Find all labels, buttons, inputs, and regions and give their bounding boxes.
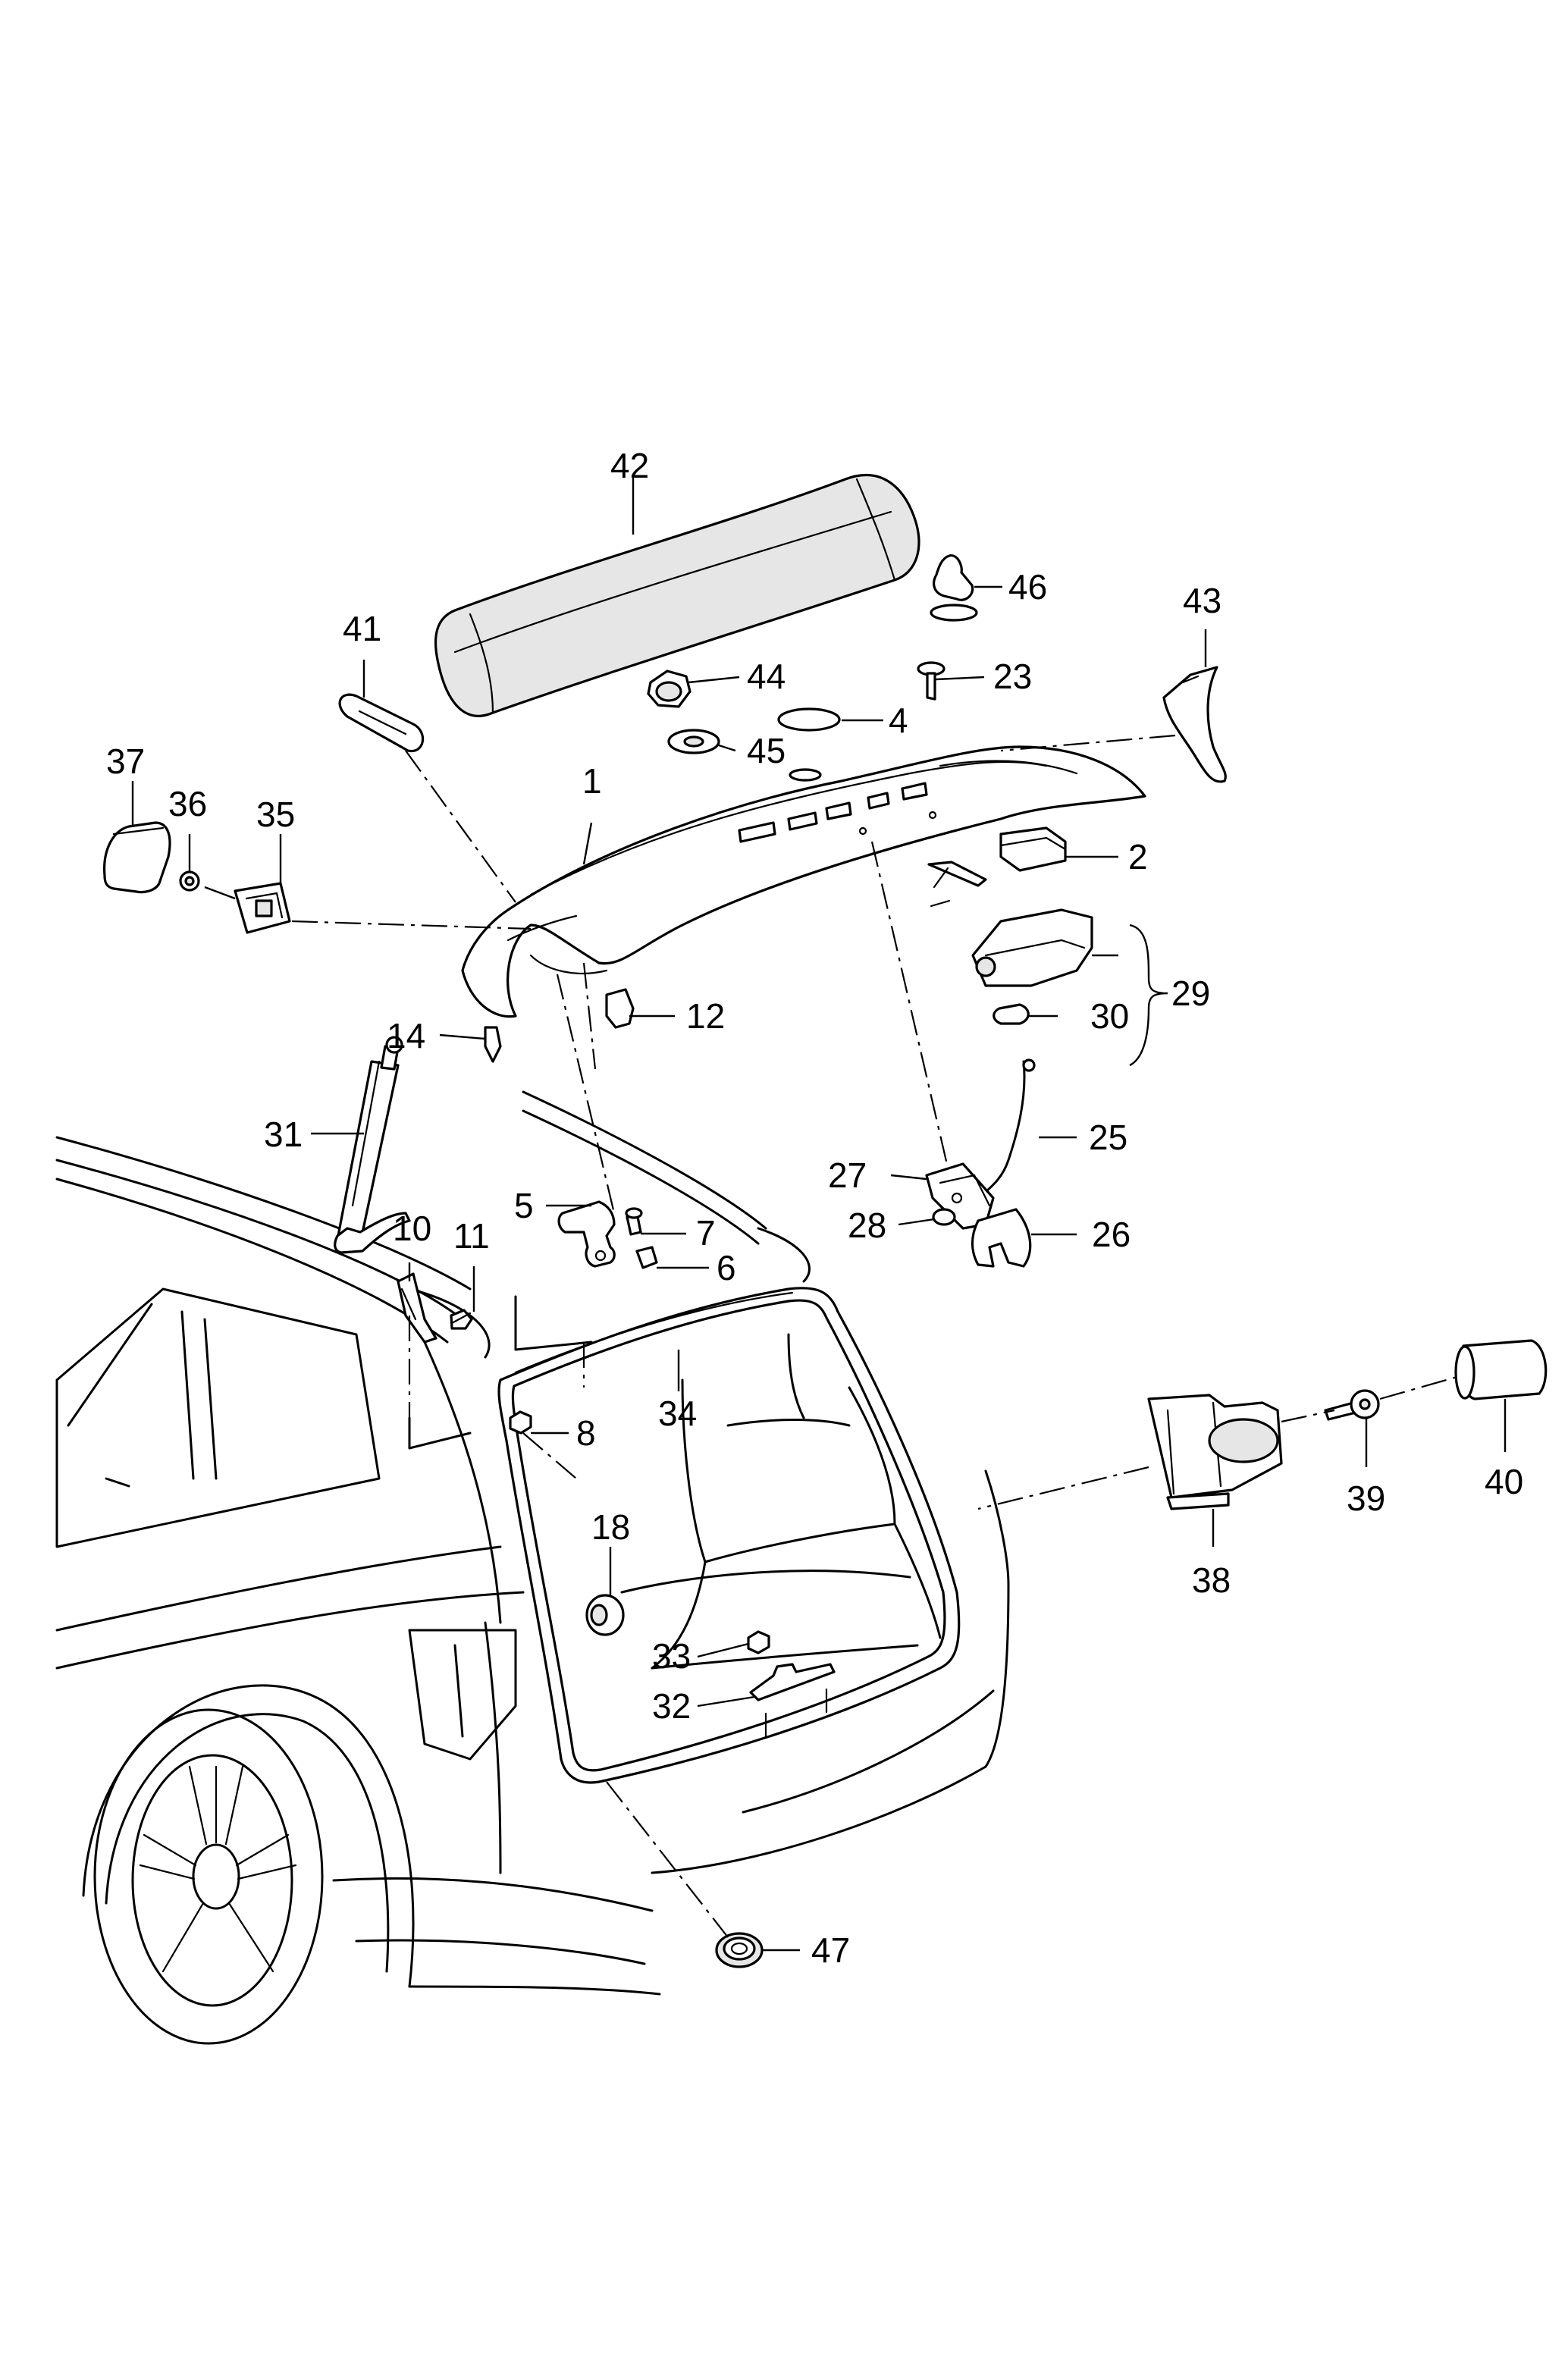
leader-lines <box>131 478 1507 1952</box>
callout-14: 14 <box>387 1016 425 1055</box>
gas-strut-31-part <box>334 1036 411 1254</box>
callout-28: 28 <box>848 1206 886 1245</box>
callout-11: 11 <box>453 1216 490 1256</box>
spacer-6-part <box>635 1246 658 1269</box>
callout-46: 46 <box>1008 567 1047 607</box>
nut-44-part <box>647 670 691 708</box>
switch-2-part <box>927 826 1067 908</box>
hinge-10-part <box>397 1272 437 1344</box>
rear-spoiler-part <box>434 474 920 717</box>
vehicle-body <box>55 1090 1010 2045</box>
callout-labels: 42 46 44 45 4 23 41 43 1 2 29 30 25 27 2… <box>106 446 1523 1970</box>
callout-32: 32 <box>652 1686 691 1726</box>
tailgate-1-part <box>461 745 1146 1018</box>
callout-38: 38 <box>1192 1560 1231 1600</box>
trim-43-part <box>1162 666 1227 783</box>
callout-41: 41 <box>343 609 381 648</box>
clip-14-part <box>484 1026 502 1063</box>
callout-43: 43 <box>1183 581 1221 620</box>
callout-6: 6 <box>717 1248 736 1287</box>
seal-ring-4-part <box>777 707 841 732</box>
bolt-23-part <box>917 661 946 701</box>
callout-27: 27 <box>828 1156 867 1195</box>
bracket-35-part <box>234 882 291 934</box>
parts <box>103 474 1548 1968</box>
callout-44: 44 <box>747 657 786 696</box>
cap-40-part <box>1454 1339 1548 1400</box>
callout-36: 36 <box>168 784 207 823</box>
callout-4: 4 <box>889 701 908 740</box>
callout-8: 8 <box>576 1413 596 1453</box>
bump-stop-12-part <box>605 988 635 1029</box>
callout-39: 39 <box>1347 1479 1385 1518</box>
bolt-11-part <box>450 1309 473 1330</box>
callout-7: 7 <box>696 1213 716 1253</box>
nut-8-part <box>509 1410 532 1435</box>
callout-2: 2 <box>1128 837 1148 877</box>
lock-actuator-29-part <box>971 908 1093 987</box>
callout-23: 23 <box>993 657 1032 696</box>
callout-25: 25 <box>1089 1118 1127 1157</box>
callout-18: 18 <box>591 1507 630 1547</box>
clip-36-part <box>179 870 200 892</box>
callout-33: 33 <box>652 1636 691 1676</box>
grommet-41-part <box>338 693 425 753</box>
callout-31: 31 <box>264 1115 303 1154</box>
callout-37: 37 <box>106 742 145 781</box>
buffer-18-part <box>585 1594 625 1636</box>
callout-29: 29 <box>1171 974 1210 1013</box>
assembly-lines <box>291 734 1460 1938</box>
callout-42: 42 <box>610 446 649 485</box>
callout-12: 12 <box>686 996 725 1036</box>
plug-47-part <box>715 1932 764 1968</box>
callout-40: 40 <box>1485 1462 1523 1501</box>
seal-34-part <box>514 1291 794 1374</box>
callout-45: 45 <box>747 731 786 770</box>
bulb-30-part <box>993 1003 1030 1025</box>
callout-47: 47 <box>811 1930 850 1970</box>
callout-34: 34 <box>658 1394 697 1433</box>
screw-7-part <box>625 1207 643 1236</box>
callout-30: 30 <box>1090 996 1129 1036</box>
striker-32-part <box>749 1663 836 1738</box>
callout-26: 26 <box>1092 1215 1131 1254</box>
callout-1: 1 <box>582 761 602 801</box>
callout-35: 35 <box>256 795 295 834</box>
block-37-part <box>103 821 171 894</box>
hinge-5-part <box>557 1200 616 1268</box>
tail-light-38-part <box>1147 1394 1283 1510</box>
nut-28-part <box>932 1208 956 1226</box>
cover-26-part <box>971 1208 1032 1268</box>
callout-10: 10 <box>393 1209 431 1248</box>
bolt-39-part <box>1324 1389 1380 1421</box>
clip-46-part <box>930 554 978 622</box>
nut-33-part <box>747 1630 770 1654</box>
washer-45-part <box>667 729 720 754</box>
callout-5: 5 <box>514 1186 534 1225</box>
